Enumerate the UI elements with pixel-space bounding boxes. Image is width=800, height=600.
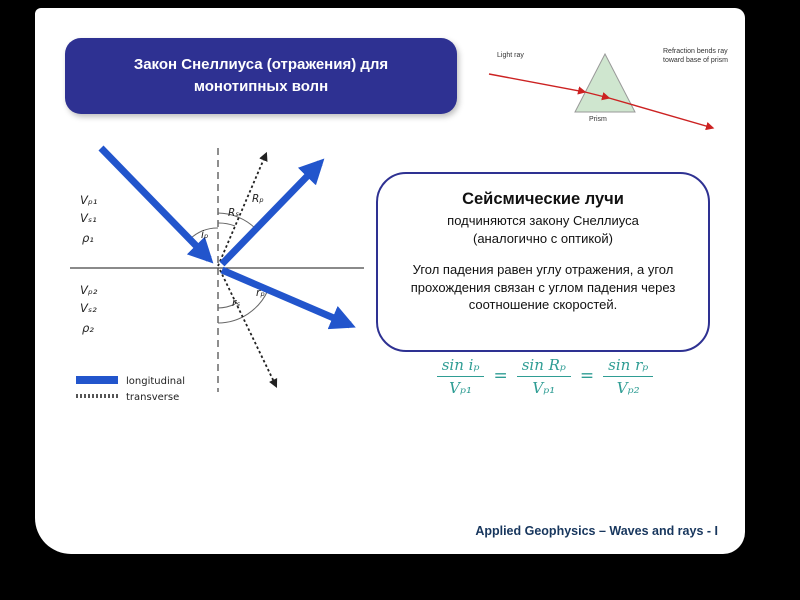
rho1-label: ρ₁ [82,231,94,245]
vp1-label: Vₚ₁ [80,193,97,207]
fraction-2-numerator: sin Rₚ [516,355,571,377]
incident-ray [98,145,214,264]
info-heading: Сейсмические лучи [462,190,624,208]
fraction-2-denominator: Vₚ₁ [532,379,556,397]
angle-reflected-p-label: Rₚ [252,193,264,205]
reflected-ray [219,158,325,267]
prism-label: Prism [589,116,607,123]
vs2-label: Vₛ₂ [80,301,97,315]
vs1-label: Vₛ₁ [80,211,97,225]
fraction-3-numerator: sin rₚ [603,355,654,377]
refraction-note: Refraction bends ray toward base of pris… [663,48,728,64]
angle-refracted-p-label: rₚ [256,287,265,299]
slide-footer: Applied Geophysics – Waves and rays - I [475,524,718,538]
snell-formula: sin iₚ Vₚ₁ = sin Rₚ Vₚ₁ = sin rₚ Vₚ₂ [395,355,695,397]
fraction-1-numerator: sin iₚ [436,355,485,377]
prism-diagram: Light ray Refraction bends ray toward ba… [485,40,747,142]
angle-incident-label: iₚ [201,229,209,241]
equals-sign-2: = [579,366,595,386]
refracted-ray [220,266,356,330]
rho2-label: ρ₂ [82,321,94,335]
fraction-2: sin Rₚ Vₚ₁ [516,355,571,397]
fraction-3: sin rₚ Vₚ₂ [603,355,654,397]
prism-figure [488,52,715,131]
transverse-reflected-ray [217,151,268,267]
seismic-diagram: Vₚ₁ Vₛ₁ ρ₁ Vₚ₂ Vₛ₂ ρ₂ iₚ Rₛ Rₚ rₛ rₚ lon… [70,145,364,403]
info-line-2: подчиняются закону Снеллиуса [447,213,639,228]
info-line-3: (аналогично с оптикой) [473,230,613,246]
fraction-1-denominator: Vₚ₁ [449,379,473,397]
angle-arc-refracted-p [217,289,269,324]
legend-transverse-label: transverse [126,392,179,403]
fraction-1: sin iₚ Vₚ₁ [436,355,485,397]
angle-reflected-s-label: Rₛ [228,207,239,219]
slide: Закон Снеллиуса (отражения) для монотипн… [35,8,745,554]
angle-refracted-s-label: rₛ [232,297,240,309]
legend-longitudinal-label: longitudinal [126,376,185,387]
info-box: Сейсмические лучи подчиняются закону Сне… [376,172,710,352]
angle-arc-refracted-s [217,303,236,309]
light-ray-line [488,73,715,131]
legend-longitudinal-swatch [76,376,118,384]
vp2-label: Vₚ₂ [80,283,98,297]
angle-arc-reflected-s [217,222,236,227]
transverse-refracted-ray [219,269,278,389]
fraction-3-denominator: Vₚ₂ [616,379,640,397]
title-box: Закон Снеллиуса (отражения) для монотипн… [65,38,457,114]
info-paragraph: Угол падения равен углу отражения, а уго… [410,262,676,313]
slide-title: Закон Снеллиуса (отражения) для монотипн… [133,56,389,95]
equals-sign-1: = [493,366,508,386]
light-ray-label: Light ray [497,52,524,59]
